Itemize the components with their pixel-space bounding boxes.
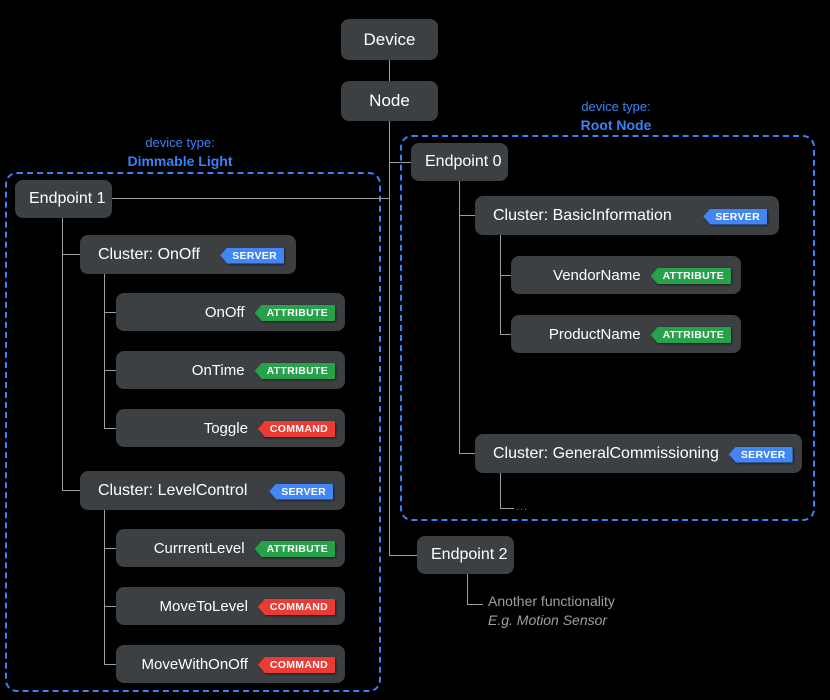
- connector-generalcommissioning-ellipsis: [500, 508, 514, 509]
- badge-attribute-wrap: ATTRIBUTE: [254, 361, 335, 379]
- badge-command-wrap: COMMAND: [257, 655, 335, 673]
- attribute-badge: ATTRIBUTE: [254, 305, 335, 321]
- node-endpoint-2[interactable]: Endpoint 2: [417, 536, 514, 574]
- connector-device-node: [389, 60, 390, 81]
- connector-ep1-levelcontrol: [62, 490, 80, 491]
- cluster-label: Cluster: BasicInformation: [493, 206, 672, 224]
- badge-attribute-wrap: ATTRIBUTE: [254, 303, 335, 321]
- badge-attribute-wrap: ATTRIBUTE: [650, 325, 731, 343]
- region-dimmable-light: [5, 172, 381, 692]
- region-kind-label: device type:: [581, 99, 651, 114]
- generalcommissioning-ellipsis: ...: [516, 501, 529, 513]
- connector-trunk-endpoint0: [389, 162, 411, 163]
- region-kind-label: device type:: [145, 135, 215, 150]
- connector-trunk-endpoint1: [112, 198, 390, 199]
- attribute-badge: ATTRIBUTE: [650, 268, 731, 284]
- node-attribute-vendorname[interactable]: VendorName ATTRIBUTE: [511, 256, 741, 294]
- node-attribute-onoff[interactable]: OnOff ATTRIBUTE: [116, 293, 345, 331]
- connector-onoff-onoffattr: [104, 312, 118, 313]
- node-command-movetolevel[interactable]: MoveToLevel COMMAND: [116, 587, 345, 625]
- cluster-label: Cluster: GeneralCommissioning: [493, 444, 719, 462]
- badge-attribute-wrap: ATTRIBUTE: [254, 539, 335, 557]
- command-badge: COMMAND: [257, 657, 335, 673]
- cluster-label: Cluster: LevelControl: [98, 481, 248, 499]
- connector-levelcontrol-movewithonoff: [104, 664, 118, 665]
- node-attribute-ontime[interactable]: OnTime ATTRIBUTE: [116, 351, 345, 389]
- badge-attribute-wrap: ATTRIBUTE: [650, 266, 731, 284]
- badge-server-wrap: SERVER: [220, 246, 284, 264]
- node-endpoint-0-label: Endpoint 0: [425, 153, 502, 170]
- connector-ep2-note: [467, 604, 483, 605]
- region-name-label: Root Node: [580, 117, 652, 133]
- badge-server-wrap: SERVER: [728, 445, 793, 463]
- node-attribute-currentlevel[interactable]: CurrrentLevel ATTRIBUTE: [116, 529, 345, 567]
- leaf-label: CurrrentLevel: [153, 539, 245, 557]
- connector-ep2-trunk: [467, 573, 468, 604]
- leaf-label: MoveToLevel: [159, 597, 248, 615]
- connector-ep0-generalcommissioning: [459, 453, 477, 454]
- node-attribute-productname[interactable]: ProductName ATTRIBUTE: [511, 315, 741, 353]
- node-cluster-onoff[interactable]: Cluster: OnOff SERVER: [80, 235, 296, 274]
- leaf-label: VendorName: [553, 266, 641, 284]
- server-badge: SERVER: [728, 446, 793, 463]
- badge-server-wrap: SERVER: [269, 482, 333, 500]
- node-endpoint-1-label: Endpoint 1: [29, 190, 106, 207]
- connector-ep1-trunk: [62, 216, 63, 490]
- badge-command-wrap: COMMAND: [257, 597, 335, 615]
- connector-node-trunk: [389, 121, 390, 555]
- node-cluster-levelcontrol[interactable]: Cluster: LevelControl SERVER: [80, 471, 345, 510]
- leaf-label: MoveWithOnOff: [141, 655, 248, 673]
- connector-levelcontrol-movetolevel: [104, 606, 118, 607]
- leaf-label: OnOff: [204, 303, 245, 321]
- region-label-dimmable-light: device type: Dimmable Light: [60, 134, 300, 170]
- node-cluster-generalcommissioning[interactable]: Cluster: GeneralCommissioning SERVER: [475, 434, 802, 473]
- region-root-node: [400, 135, 815, 521]
- node-endpoint-2-label: Endpoint 2: [431, 546, 508, 563]
- connector-levelcontrol-currentlevel: [104, 548, 118, 549]
- connector-trunk-endpoint2: [389, 555, 417, 556]
- connector-ep0-trunk: [459, 180, 460, 453]
- node-node-label: Node: [369, 91, 410, 110]
- attribute-badge: ATTRIBUTE: [650, 327, 731, 343]
- command-badge: COMMAND: [257, 421, 335, 437]
- connector-onoff-toggle: [104, 428, 118, 429]
- connector-ep1-onoff: [62, 254, 80, 255]
- leaf-label: Toggle: [203, 419, 248, 437]
- attribute-badge: ATTRIBUTE: [254, 363, 335, 379]
- node-endpoint-0[interactable]: Endpoint 0: [411, 143, 508, 181]
- connector-generalcommissioning-trunk: [500, 471, 501, 508]
- attribute-badge: ATTRIBUTE: [254, 541, 335, 557]
- node-command-movewithonoff[interactable]: MoveWithOnOff COMMAND: [116, 645, 345, 683]
- connector-basicinformation-trunk: [500, 233, 501, 334]
- region-label-root-node: device type: Root Node: [496, 98, 736, 134]
- connector-onoff-trunk: [104, 272, 105, 428]
- server-badge: SERVER: [220, 247, 284, 264]
- node-device-label: Device: [363, 29, 416, 49]
- badge-command-wrap: COMMAND: [257, 419, 335, 437]
- node-device[interactable]: Device: [341, 19, 438, 60]
- command-badge: COMMAND: [257, 599, 335, 615]
- server-badge: SERVER: [703, 208, 767, 225]
- note-line-1: Another functionality: [488, 593, 615, 609]
- connector-levelcontrol-trunk: [104, 508, 105, 664]
- cluster-label: Cluster: OnOff: [98, 245, 200, 263]
- node-node[interactable]: Node: [341, 81, 438, 121]
- region-name-label: Dimmable Light: [127, 153, 233, 169]
- connector-ep0-basicinformation: [459, 215, 477, 216]
- connector-onoff-ontime: [104, 370, 118, 371]
- leaf-label: ProductName: [548, 325, 641, 343]
- note-line-2: E.g. Motion Sensor: [488, 612, 608, 628]
- connector-basicinformation-vendorname: [500, 275, 514, 276]
- node-command-toggle[interactable]: Toggle COMMAND: [116, 409, 345, 447]
- endpoint-2-note: Another functionality E.g. Motion Sensor: [488, 592, 615, 630]
- connector-basicinformation-productname: [500, 334, 514, 335]
- node-endpoint-1[interactable]: Endpoint 1: [15, 180, 112, 218]
- server-badge: SERVER: [269, 483, 333, 500]
- leaf-label: OnTime: [191, 361, 245, 379]
- node-cluster-basicinformation[interactable]: Cluster: BasicInformation SERVER: [475, 196, 779, 235]
- badge-server-wrap: SERVER: [703, 207, 767, 225]
